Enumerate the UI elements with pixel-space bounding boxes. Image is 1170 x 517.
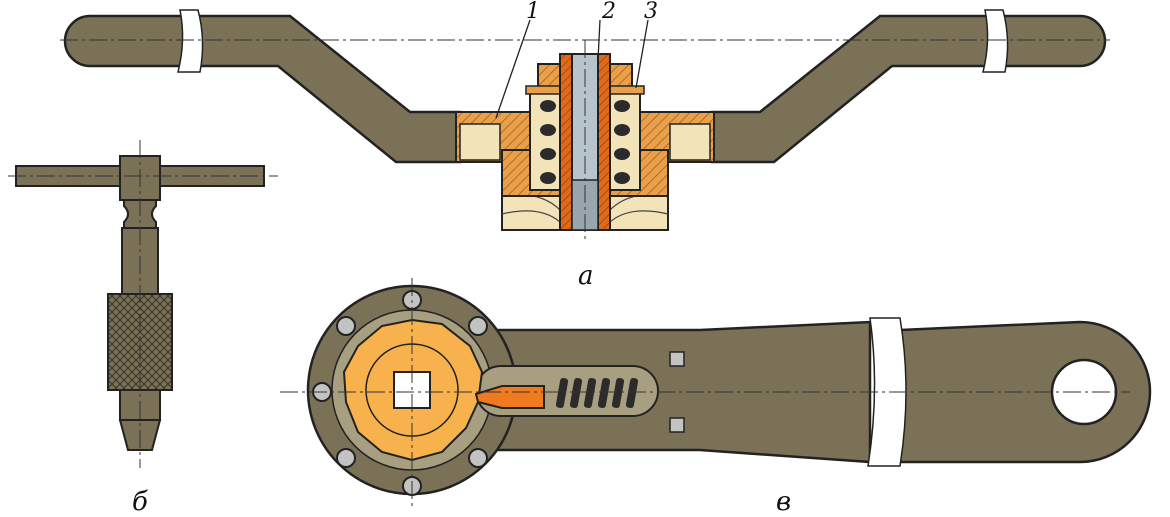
arm-rivet (669, 351, 685, 367)
arm-rivet (669, 417, 685, 433)
caption-a: а (578, 261, 594, 291)
figure-a: 1 2 3 а (60, 0, 1110, 291)
lever-end (898, 320, 1152, 464)
callout-1: 1 (526, 0, 540, 24)
callout-2: 2 (601, 0, 616, 24)
figure-b: б (8, 140, 278, 517)
handle-right (710, 14, 1107, 164)
spring-coils (540, 100, 630, 184)
figure-c: в (280, 278, 1152, 517)
pawl-spring (555, 378, 639, 408)
break-gap (177, 9, 204, 73)
caption-c: в (776, 487, 791, 517)
handle-left (63, 14, 462, 164)
callout-3: 3 (644, 0, 658, 24)
break-gap (982, 9, 1009, 73)
caption-b: б (132, 487, 148, 517)
